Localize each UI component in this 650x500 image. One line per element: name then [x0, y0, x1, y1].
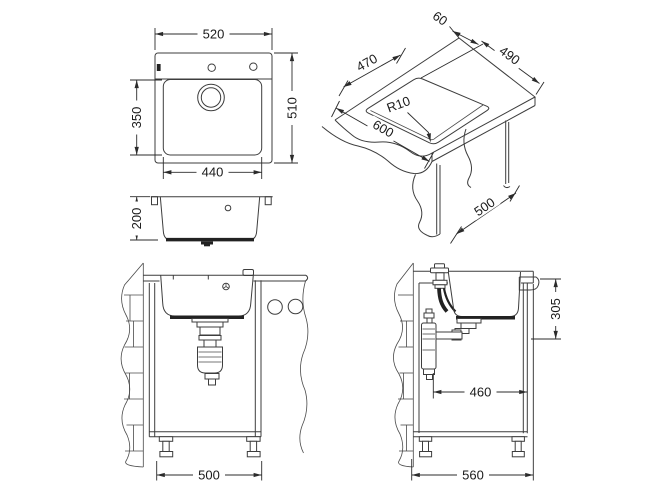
- siphon-assembly: [191, 318, 229, 386]
- drain-stub: [201, 241, 213, 245]
- wall-brick-courses: [124, 294, 144, 452]
- faucet-hose-1: [437, 288, 449, 313]
- dim-label-440: 440: [202, 165, 224, 180]
- overflow-hole: [224, 204, 232, 212]
- overflow-screw: [222, 282, 230, 291]
- panel-break-left: [412, 174, 428, 236]
- isometric-cutout-view: 60 490 470 600 500 R10: [321, 7, 545, 244]
- section-view: 200: [129, 196, 273, 247]
- sink-outline-top: [154, 52, 273, 164]
- side-installation-view: 305 460 560: [393, 262, 563, 482]
- bowl-outline-top: [162, 79, 263, 156]
- faucet: [430, 263, 449, 289]
- dim-label-200: 200: [129, 208, 144, 230]
- front-installation-view: 500: [120, 262, 309, 482]
- panel-hole-1: [267, 299, 283, 315]
- top-view: 520 510 350 440: [129, 27, 299, 180]
- dim-label-r10: R10: [385, 93, 413, 115]
- bowl-section-outline: [447, 271, 521, 317]
- tap-hole-1: [207, 63, 216, 72]
- side-panel-break: [299, 280, 309, 454]
- rim-lip-left: [151, 196, 158, 206]
- rim-lip-right: [264, 196, 272, 206]
- dim-label-520: 520: [203, 27, 225, 42]
- panel-break-right: [463, 128, 472, 188]
- dim-label-305: 305: [548, 298, 563, 320]
- wall-trap-assembly: [421, 308, 482, 380]
- dim-label-500-cabinet: 500: [198, 467, 220, 482]
- deck-slot: [156, 64, 161, 71]
- wall-break-edge-side: [393, 262, 414, 468]
- drain-outer: [197, 83, 225, 112]
- bowl-profile: [159, 196, 261, 241]
- worktop-cutout: [365, 77, 490, 145]
- cabinet-feet-front: [158, 436, 261, 458]
- cabinet-feet-side: [418, 436, 525, 458]
- tap-hole-cover: [242, 269, 254, 276]
- panel-hole-2: [287, 298, 304, 315]
- wall-brick-courses-side: [398, 294, 414, 452]
- wall-break-edge: [120, 262, 144, 468]
- dim-label-60: 60: [430, 8, 450, 29]
- sink-edge-profile: [518, 276, 540, 291]
- bowl-front-outline: [160, 275, 254, 317]
- dim-label-560: 560: [462, 467, 484, 482]
- tap-hole-2: [249, 62, 258, 71]
- dim-label-510: 510: [285, 97, 300, 119]
- dim-label-350: 350: [129, 107, 144, 129]
- drain-inner: [200, 87, 222, 108]
- worktop-front-edge: [431, 105, 536, 162]
- dim-label-460: 460: [470, 384, 492, 399]
